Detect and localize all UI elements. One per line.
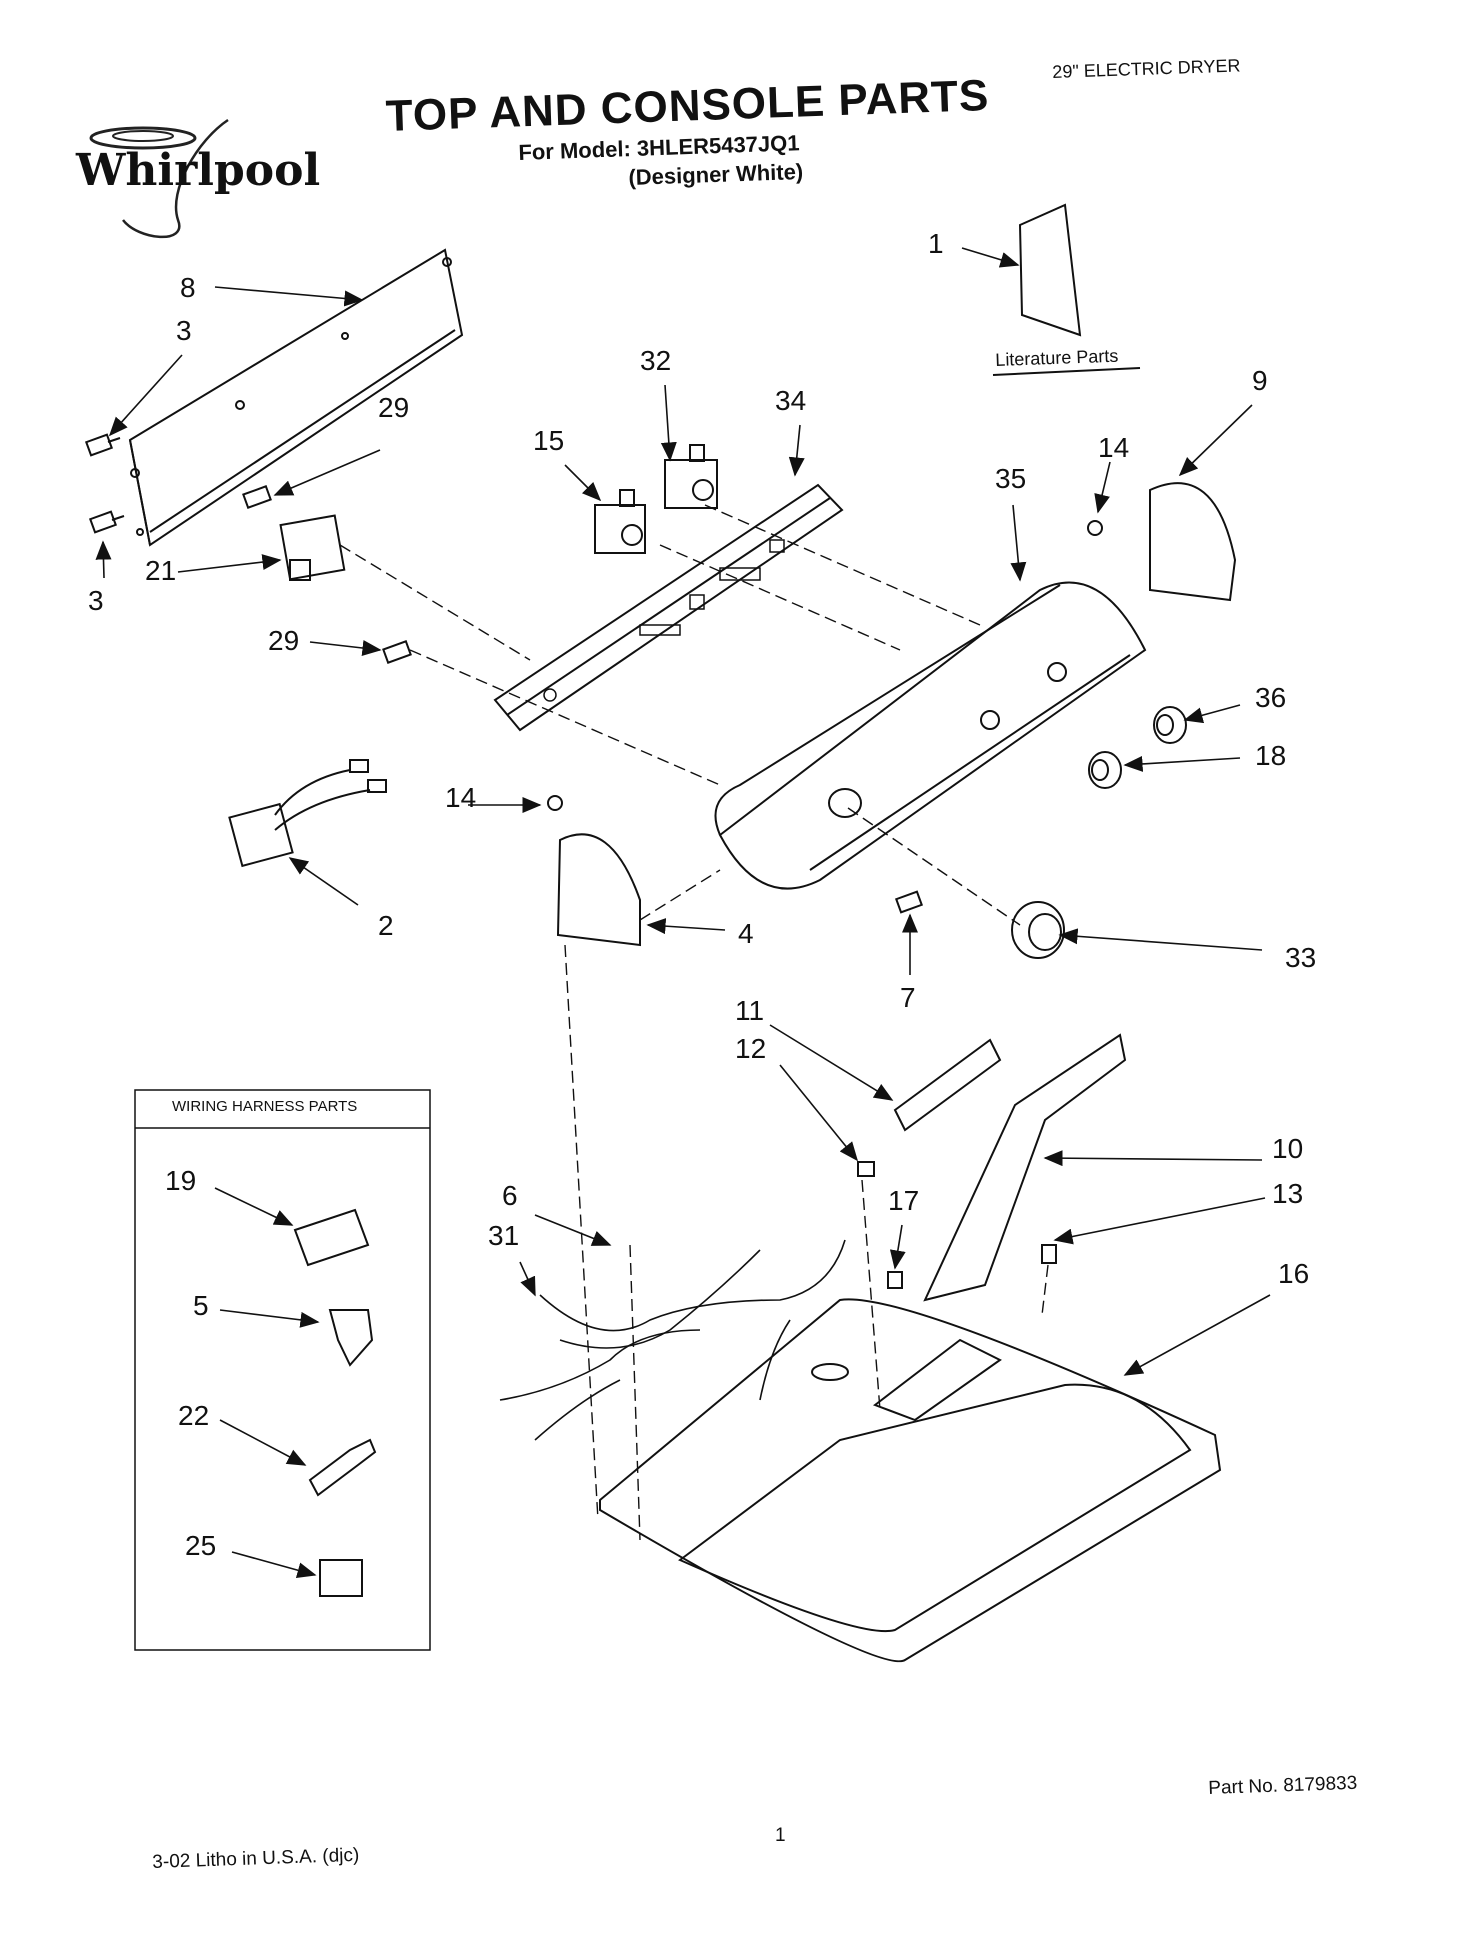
screw-3-lower (88, 510, 125, 534)
callout-35: 35 (995, 463, 1027, 494)
callout-14-left: 14 (445, 782, 477, 813)
callout-31: 31 (488, 1220, 520, 1251)
callout-3-lower: 3 (88, 585, 104, 616)
harness-connector-2 (228, 759, 387, 868)
screw-14-left (547, 795, 563, 811)
switch-15 (594, 489, 646, 554)
screw-7 (894, 890, 924, 914)
callout-33: 33 (1285, 942, 1317, 973)
callout-15: 15 (533, 425, 565, 456)
callout-22: 22 (178, 1400, 210, 1431)
callout-16: 16 (1278, 1258, 1310, 1289)
screw-3-upper (84, 433, 121, 457)
literature-underline (992, 367, 1141, 376)
callout-7: 7 (900, 982, 916, 1013)
plug-17 (887, 1271, 903, 1289)
dryer-top (599, 1298, 1222, 1663)
harness-part-22 (308, 1438, 377, 1497)
callout-10: 10 (1272, 1133, 1304, 1164)
callout-2: 2 (378, 910, 394, 941)
knob-33 (1011, 901, 1065, 959)
harness-part-19 (293, 1208, 370, 1267)
knob-18 (1088, 751, 1122, 789)
callout-34: 34 (775, 385, 807, 416)
switch-32 (664, 444, 718, 509)
callout-13: 13 (1272, 1178, 1304, 1209)
callout-4: 4 (738, 918, 754, 949)
end-cap-right (1149, 482, 1237, 602)
callout-17: 17 (888, 1185, 920, 1216)
wire-harness-31 (499, 1239, 846, 1441)
wiring-box-title: WIRING HARNESS PARTS (172, 1098, 358, 1115)
control-frame (493, 483, 844, 732)
callout-14-right: 14 (1098, 432, 1130, 463)
callout-32: 32 (640, 345, 672, 376)
callout-1: 1 (928, 228, 944, 259)
callout-9: 9 (1252, 365, 1268, 396)
callout-5: 5 (193, 1290, 209, 1321)
callout-3-upper: 3 (176, 315, 192, 346)
whirlpool-logo: Whirlpool (48, 100, 320, 250)
callout-11: 11 (735, 995, 765, 1026)
page-number: 1 (775, 1825, 786, 1846)
switch-21 (279, 514, 346, 581)
lint-holder (857, 1161, 875, 1177)
callout-12: 12 (735, 1033, 767, 1064)
lint-housing (923, 1033, 1127, 1302)
brand-wordmark: Whirlpool (76, 145, 321, 196)
screw-29-upper (242, 485, 272, 509)
console-panel (718, 581, 1147, 890)
literature-parts-label: Literature Parts (995, 345, 1119, 370)
callout-36: 36 (1255, 682, 1287, 713)
callout-8: 8 (180, 272, 196, 303)
screw-13 (1041, 1244, 1057, 1264)
end-cap-left (556, 833, 641, 947)
callout-25: 25 (185, 1530, 217, 1561)
screw-29-lower (382, 640, 412, 664)
wiring-box-frame (134, 1089, 431, 1651)
callout-29-lower: 29 (268, 625, 300, 656)
harness-part-5 (328, 1309, 374, 1367)
callout-19: 19 (165, 1165, 197, 1196)
lint-screen (893, 1038, 1002, 1132)
callout-18: 18 (1255, 740, 1287, 771)
callout-21: 21 (145, 555, 177, 586)
logo-swirl-icon (89, 118, 229, 239)
callout-6: 6 (502, 1180, 518, 1211)
knob-36 (1153, 706, 1187, 744)
harness-part-25 (319, 1559, 363, 1597)
literature-booklet (1018, 203, 1082, 337)
screw-14-right (1087, 520, 1103, 536)
callout-29-upper: 29 (378, 392, 410, 423)
